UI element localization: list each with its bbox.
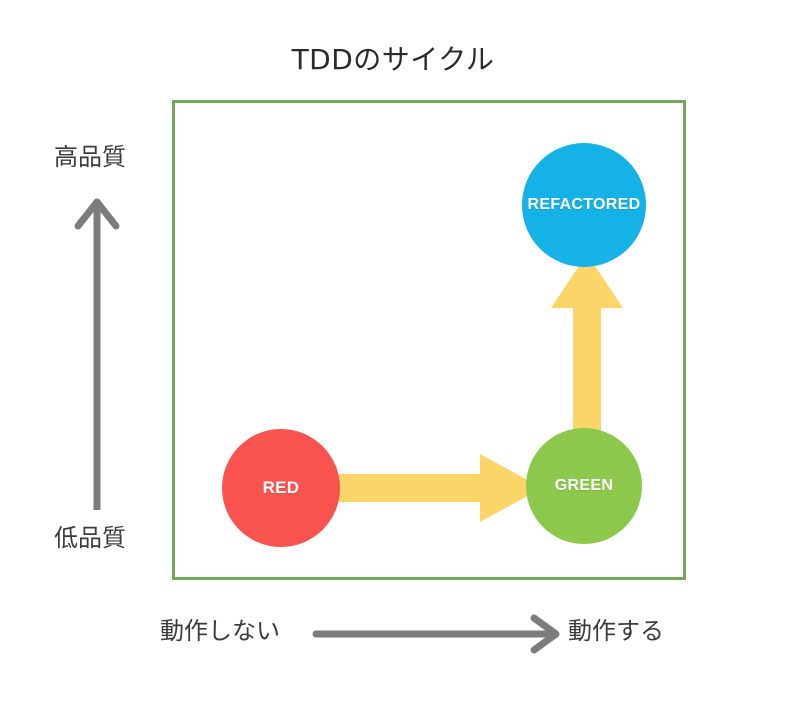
node-green[interactable]: GREEN (526, 428, 642, 544)
flow-arrow-green-to-refactored-icon (548, 252, 626, 470)
page-title: TDDのサイクル (291, 43, 495, 76)
node-green-label: GREEN (554, 477, 614, 494)
x-axis-end-label: 動作する (568, 617, 664, 645)
node-refactored-label: REFACTORED (527, 196, 641, 213)
y-axis-low-label: 低品質 (54, 524, 126, 552)
node-red-label: RED (262, 478, 300, 497)
node-refactored[interactable]: REFACTORED (522, 143, 646, 267)
node-red[interactable]: RED (222, 429, 340, 547)
y-axis-high-label: 高品質 (54, 143, 126, 171)
y-axis-arrow-icon (66, 192, 128, 514)
x-axis-start-label: 動作しない (160, 617, 280, 645)
flow-arrow-red-to-green-icon (320, 452, 544, 524)
x-axis-arrow-icon (306, 612, 574, 656)
